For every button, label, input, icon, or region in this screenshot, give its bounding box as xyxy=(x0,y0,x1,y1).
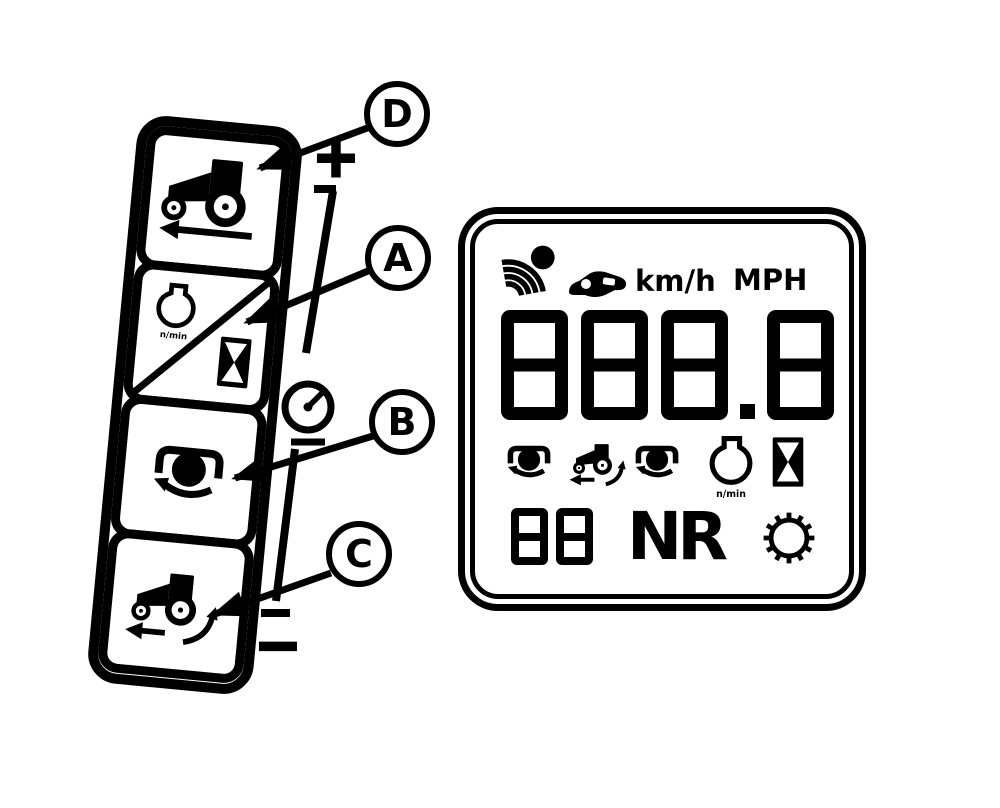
button-panel: n/min xyxy=(85,113,305,697)
tractor-arrows-status-icon xyxy=(569,444,626,487)
engine-rpm-status-icon: n/min xyxy=(709,436,753,500)
callout-c: C xyxy=(326,521,392,587)
button-pto xyxy=(109,393,269,551)
tractor-silhouette-icon xyxy=(569,271,627,297)
button-direction xyxy=(96,527,256,685)
lcd-screen: km/h MPH xyxy=(470,219,854,599)
segment-decimal-point xyxy=(740,404,755,419)
engine-rpm-icon: n/min xyxy=(156,282,196,343)
pto-status-icon-left xyxy=(507,445,551,478)
aux-seven-segment-value xyxy=(511,508,593,565)
button-engine-hour: n/min xyxy=(121,258,281,416)
engine-unit-label: n/min xyxy=(159,330,187,343)
hourglass-icon xyxy=(216,336,252,389)
callout-d-label: D xyxy=(381,92,413,136)
main-seven-segment-value xyxy=(501,310,834,420)
callout-c-label: C xyxy=(345,532,373,576)
callout-a: A xyxy=(365,225,431,291)
segment-digit xyxy=(501,310,568,420)
tractor-curved-arrow-icon xyxy=(125,573,218,646)
lcd-display: km/h MPH xyxy=(458,207,866,611)
callout-b-label: B xyxy=(387,400,417,444)
tractor-left-arrow-icon xyxy=(159,159,253,240)
callout-d: D xyxy=(364,81,430,147)
segment-digit xyxy=(511,508,548,565)
minus-label: − xyxy=(253,613,303,678)
display-engine-unit-label: n/min xyxy=(716,489,746,500)
segment-digit xyxy=(556,508,593,565)
segment-digit xyxy=(767,310,834,420)
plus-label: + xyxy=(311,125,361,190)
unit-mph: MPH xyxy=(733,263,808,297)
button-ground-speed xyxy=(134,124,294,282)
sun-brightness-icon xyxy=(763,512,815,564)
gear-range-letters: NR xyxy=(627,498,728,575)
hourglass-status-icon xyxy=(772,437,804,487)
segment-digit xyxy=(661,310,728,420)
segment-digit xyxy=(581,310,648,420)
callout-a-label: A xyxy=(383,236,413,280)
callout-b: B xyxy=(369,389,435,455)
radar-signal-icon xyxy=(501,245,555,296)
pto-status-icon-right xyxy=(635,445,679,478)
unit-kmh: km/h xyxy=(635,264,716,298)
pto-icon xyxy=(153,445,224,498)
speedometer-gauge-icon xyxy=(281,380,335,446)
